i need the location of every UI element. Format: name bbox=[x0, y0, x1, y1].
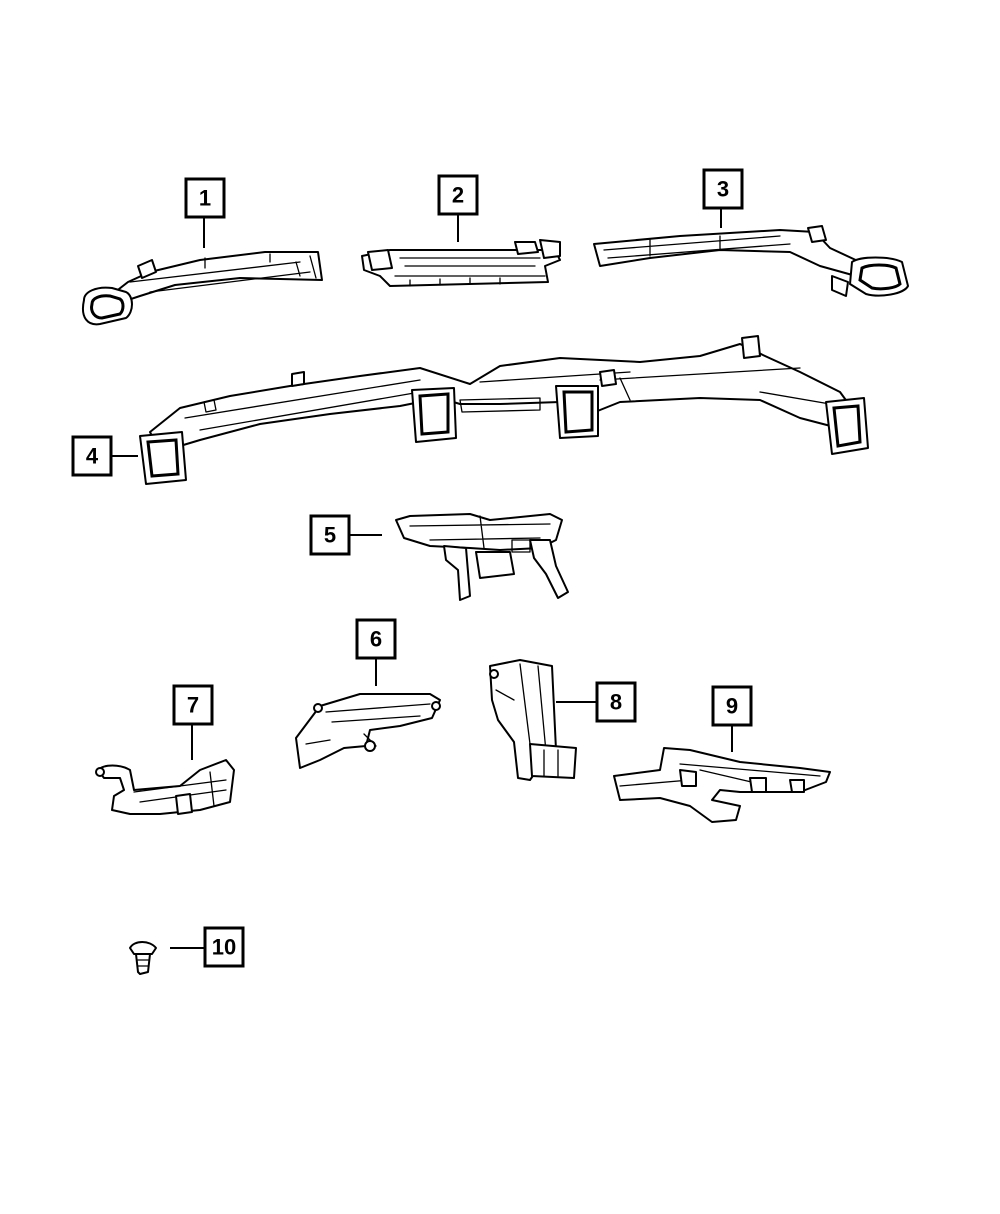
callout-5-label: 5 bbox=[324, 523, 336, 548]
callout-2: 2 bbox=[437, 174, 479, 216]
part-10-push-pin bbox=[129, 941, 157, 975]
part-9-duct bbox=[613, 747, 831, 823]
callout-6-label: 6 bbox=[370, 627, 382, 652]
part-7-duct bbox=[95, 759, 235, 815]
part-4-main-duct bbox=[139, 335, 869, 485]
callout-10: 10 bbox=[203, 926, 245, 968]
callout-2-label: 2 bbox=[452, 183, 464, 208]
part-6-duct bbox=[295, 693, 441, 769]
callout-6: 6 bbox=[355, 618, 397, 660]
part-1-left-duct bbox=[82, 251, 323, 326]
callout-9: 9 bbox=[711, 685, 753, 727]
callout-1-label: 1 bbox=[199, 186, 211, 211]
callout-8-label: 8 bbox=[610, 690, 622, 715]
part-2-center-duct bbox=[361, 239, 561, 287]
callout-5: 5 bbox=[309, 514, 351, 556]
callout-3-label: 3 bbox=[717, 177, 729, 202]
callout-8: 8 bbox=[595, 681, 637, 723]
callout-9-label: 9 bbox=[726, 694, 738, 719]
part-8-duct bbox=[489, 659, 577, 781]
callout-3: 3 bbox=[702, 168, 744, 210]
part-5-bracket-duct bbox=[395, 513, 569, 601]
callout-1: 1 bbox=[184, 177, 226, 219]
callout-4-label: 4 bbox=[86, 444, 99, 469]
callout-7: 7 bbox=[172, 684, 214, 726]
callout-7-label: 7 bbox=[187, 693, 199, 718]
callout-10-label: 10 bbox=[212, 935, 236, 960]
callout-4: 4 bbox=[71, 435, 113, 477]
part-3-right-duct bbox=[593, 225, 909, 297]
